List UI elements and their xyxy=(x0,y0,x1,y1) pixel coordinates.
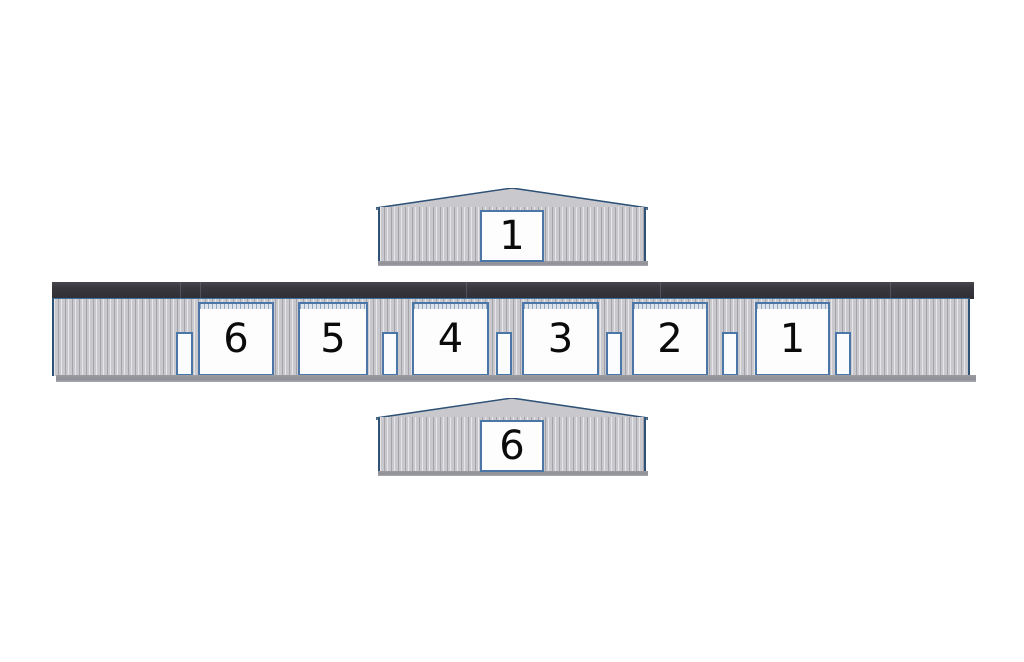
top-gable-elevation: 1 xyxy=(376,188,648,266)
bay-label-4: 4 xyxy=(437,316,464,362)
bay-lintel xyxy=(634,304,706,309)
parapet-seam xyxy=(180,282,181,299)
bay-door-1[interactable]: 1 xyxy=(755,302,830,376)
bay-lintel xyxy=(414,304,487,309)
parapet-seam xyxy=(890,282,891,299)
bottom-gable-base-shadow xyxy=(378,471,648,476)
roof-ridge-icon xyxy=(376,188,648,210)
bottom-gable-door-label: 6 xyxy=(499,423,525,469)
bay-lintel xyxy=(757,304,828,309)
bay-door-3[interactable]: 3 xyxy=(522,302,599,376)
bay-door-5[interactable]: 5 xyxy=(298,302,368,376)
bay-lintel xyxy=(200,304,272,309)
man-door-1[interactable] xyxy=(176,332,193,376)
long-side-elevation: 6 5 4 3 2 1 xyxy=(52,282,976,382)
bottom-gable-elevation: 6 xyxy=(376,398,648,476)
top-gable-door-label: 1 xyxy=(499,213,525,259)
bay-lintel xyxy=(524,304,597,309)
bay-label-1: 1 xyxy=(779,316,806,362)
man-door-6[interactable] xyxy=(835,332,851,376)
top-gable-door[interactable]: 1 xyxy=(480,210,544,262)
bay-lintel xyxy=(300,304,366,309)
bay-label-3: 3 xyxy=(547,316,574,362)
bay-door-4[interactable]: 4 xyxy=(412,302,489,376)
bay-door-6[interactable]: 6 xyxy=(198,302,274,376)
man-door-5[interactable] xyxy=(722,332,738,376)
bay-label-5: 5 xyxy=(320,316,346,362)
man-door-4[interactable] xyxy=(606,332,622,376)
bay-label-2: 2 xyxy=(657,316,683,362)
top-gable-base-shadow xyxy=(378,261,648,266)
parapet-seam xyxy=(200,282,201,299)
parapet-band xyxy=(52,282,974,299)
bay-door-2[interactable]: 2 xyxy=(632,302,708,376)
parapet-seam xyxy=(660,282,661,299)
man-door-2[interactable] xyxy=(382,332,398,376)
long-elevation-base-shadow xyxy=(56,375,976,382)
parapet-seam xyxy=(466,282,467,299)
roof-ridge-icon xyxy=(376,398,648,420)
bay-label-6: 6 xyxy=(223,316,249,362)
man-door-3[interactable] xyxy=(496,332,512,376)
bottom-gable-door[interactable]: 6 xyxy=(480,420,544,472)
